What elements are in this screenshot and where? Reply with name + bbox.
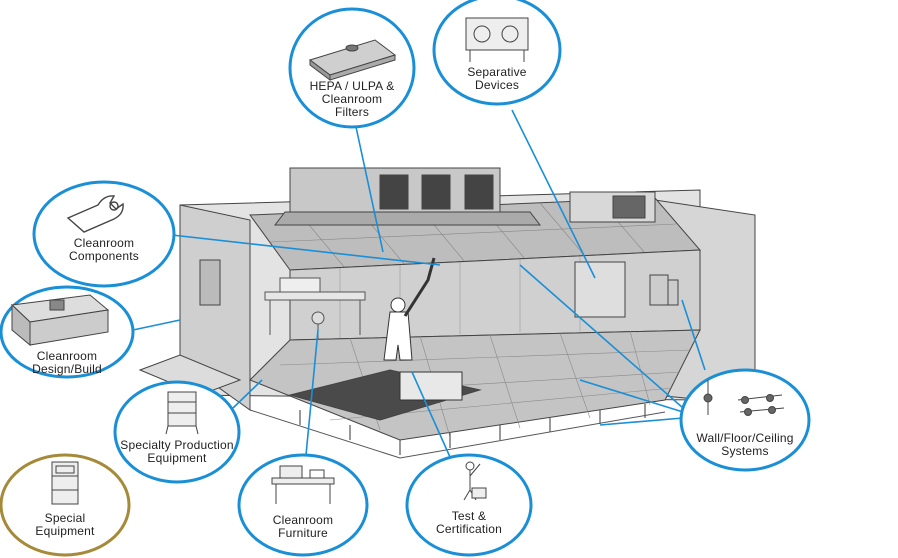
ceiling-filter-icon xyxy=(308,39,397,81)
connector-test xyxy=(411,371,451,458)
technician-icon xyxy=(463,461,487,501)
callout-test-circle xyxy=(405,453,533,557)
callout-systems-circle xyxy=(679,368,811,472)
callout-components-circle xyxy=(32,180,176,288)
callout-specialty-circle xyxy=(113,380,241,484)
cabinet-icon xyxy=(51,461,79,505)
callout-design-label: Cleanroom Design/Build xyxy=(32,349,102,376)
callout-test-label: Test & Certification xyxy=(436,509,502,536)
callout-furniture-circle xyxy=(237,453,369,557)
callout-hepa-label: HEPA / ULPA & Cleanroom Filters xyxy=(309,79,395,119)
connector-components xyxy=(162,233,441,266)
wrench-icon xyxy=(66,195,124,233)
connector-design xyxy=(132,319,181,331)
connector-systems-4 xyxy=(681,299,706,371)
connector-hepa xyxy=(355,126,384,253)
connector-systems-2 xyxy=(579,379,684,413)
shelving-unit-icon xyxy=(165,391,199,435)
connector-systems-3 xyxy=(599,417,684,426)
callout-separative-label: Separative Devices xyxy=(467,65,527,92)
workbench-icon xyxy=(271,465,335,504)
connector-systems-1 xyxy=(519,264,684,409)
callout-special-circle xyxy=(0,453,131,557)
connector-furniture xyxy=(305,329,319,456)
callout-systems-label: Wall/Floor/Ceiling Systems xyxy=(696,431,794,458)
cleanroom-building-icon xyxy=(10,294,110,347)
cleanroom-illustration xyxy=(138,167,756,459)
callout-components-label: Cleanroom Components xyxy=(68,236,140,263)
callout-special-label: Special Equipment xyxy=(35,511,95,538)
glovebox-icon xyxy=(465,17,529,62)
connector-specialty xyxy=(232,379,263,409)
callout-connectors xyxy=(132,109,706,458)
connector-separative xyxy=(511,109,596,279)
panel-fasteners-icon xyxy=(703,380,785,416)
callout-furniture-label: Cleanroom Furniture xyxy=(272,513,334,540)
callout-specialty-label: Specialty Production Equipment xyxy=(120,438,234,465)
